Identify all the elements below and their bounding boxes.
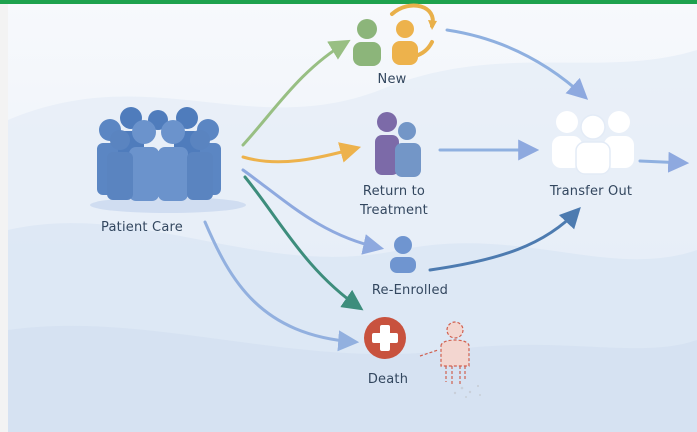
node-label-re-enrolled: Re-Enrolled: [371, 283, 449, 298]
node-label-new: New: [377, 72, 407, 87]
wave-shape: [8, 325, 697, 432]
dissolve-dots: [453, 384, 481, 398]
arrow-transfer-out-exit: [638, 151, 690, 173]
arrow-patient-care-to-death-direct: [243, 175, 364, 311]
left-strip: [0, 4, 8, 432]
node-label-patient-care: Patient Care: [101, 220, 183, 235]
transfer-group-icon: [552, 111, 634, 175]
fading-person-icon: [419, 321, 470, 386]
patient-group-icon: [90, 107, 246, 213]
arrow-patient-care-to-re-enrolled: [241, 168, 385, 255]
arrow-patient-care-to-return: [241, 142, 362, 164]
returning-patients-icon: [375, 112, 421, 177]
arrow-patient-care-to-new: [241, 39, 351, 147]
arrow-new-to-transfer-out: [445, 28, 589, 100]
node-label-death: Death: [367, 372, 409, 387]
node-label-transfer-out: Transfer Out: [549, 184, 633, 199]
arrow-patient-care-to-death: [203, 220, 360, 352]
new-patient-cycle-icon: [353, 3, 437, 66]
arrow-re-enrolled-to-transfer-out: [428, 206, 581, 272]
medical-cross-icon: [364, 317, 406, 359]
accent-bar: [0, 0, 697, 4]
node-label-return-to-treatment: Return to Treatment: [360, 184, 428, 218]
single-patient-icon: [390, 236, 416, 273]
